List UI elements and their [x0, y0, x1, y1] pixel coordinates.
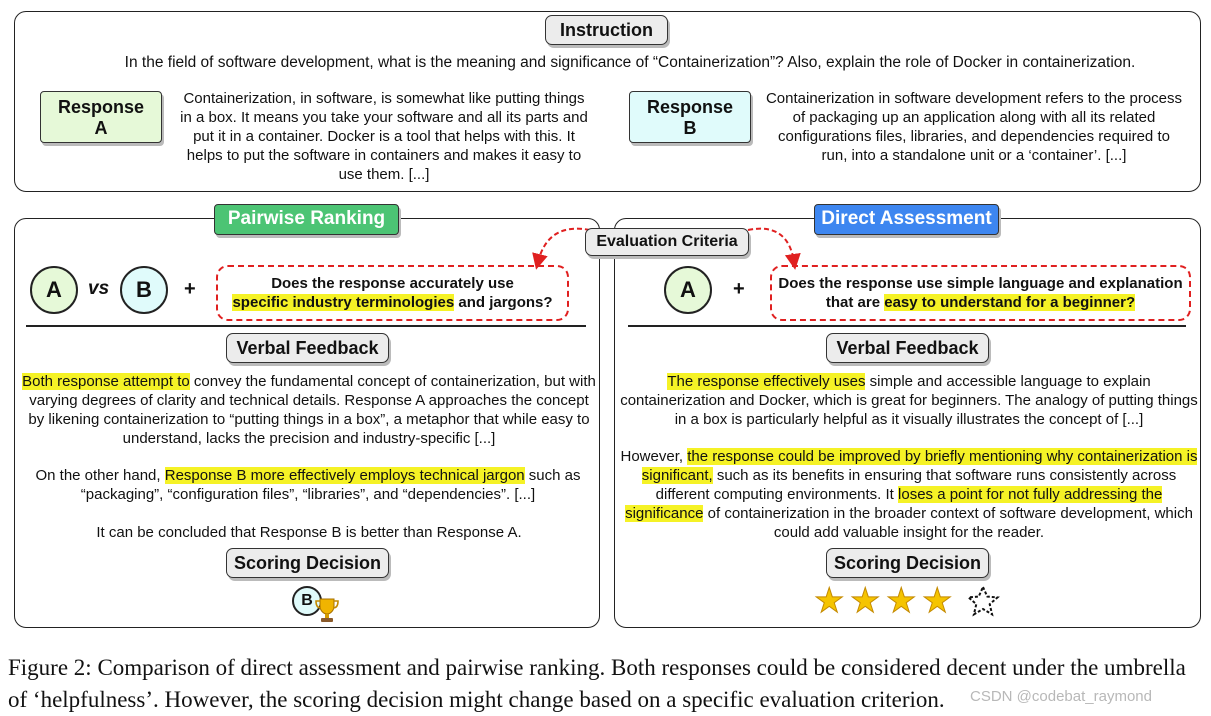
direct-title: Direct Assessment — [814, 204, 999, 235]
direct-plus: + — [733, 278, 745, 300]
response-a-label: Response A — [40, 91, 162, 143]
pairwise-circle-a: A — [30, 266, 78, 314]
response-b-label-line1: Response — [646, 97, 734, 117]
pairwise-circle-b: B — [120, 266, 168, 314]
criteria-arrows — [532, 227, 801, 270]
pairwise-title: Pairwise Ranking — [214, 204, 399, 235]
pairwise-scoring-tag: Scoring Decision — [226, 548, 389, 578]
evaluation-criteria-tag: Evaluation Criteria — [585, 228, 749, 256]
response-a-label-line1: Response — [57, 97, 145, 117]
pairwise-criterion-highlight: specific industry terminologies — [232, 294, 455, 311]
direct-criterion-text: Does the response use simple language an… — [778, 275, 1183, 311]
trophy-icon — [315, 598, 339, 622]
response-b-label: Response B — [629, 91, 751, 143]
direct-p1-rest: simple and accessible language to explai… — [620, 373, 1198, 428]
pairwise-criterion-text: Does the response accurately use — [271, 275, 514, 292]
direct-circle-a: A — [664, 266, 712, 314]
pairwise-p2-pre: On the other hand, — [35, 467, 165, 484]
pairwise-p1-highlight: Both response attempt to — [22, 373, 190, 390]
star-icon-4: ★ — [921, 582, 953, 620]
direct-p2-pre: However, — [620, 448, 688, 465]
instruction-text: In the field of software development, wh… — [124, 54, 1136, 71]
direct-feedback-tag: Verbal Feedback — [826, 333, 989, 363]
response-b-label-line2: B — [683, 118, 697, 138]
pairwise-p2-highlight: Response B more effectively employs tech… — [164, 467, 525, 484]
direct-divider — [628, 325, 1186, 327]
instruction-tag: Instruction — [545, 15, 668, 45]
response-a-text: Containerization, in software, is somewh… — [180, 90, 588, 183]
direct-feedback-p2: However, the response could be improved … — [620, 447, 1198, 542]
pairwise-plus: + — [184, 278, 196, 300]
direct-criterion-box: Does the response use simple language an… — [770, 265, 1191, 321]
star-icon-3: ★ — [885, 582, 917, 620]
watermark: CSDN @codebat_raymond — [970, 688, 1152, 705]
pairwise-vs: vs — [88, 278, 110, 299]
direct-p2-post: of containerization in the broader conte… — [703, 505, 1193, 541]
pairwise-p2-post: such as “packaging”, “configuration file… — [80, 467, 581, 503]
empty-star-icon — [966, 585, 1000, 617]
figure-caption: Figure 2: Comparison of direct assessmen… — [8, 655, 1186, 712]
pairwise-feedback-tag: Verbal Feedback — [226, 333, 389, 363]
pairwise-divider — [26, 325, 586, 327]
direct-p2-mid: such as its benefits in ensuring that so… — [655, 467, 1177, 503]
star-icon-1: ★ — [813, 582, 845, 620]
pairwise-feedback-p1: Both response attempt to convey the fund… — [20, 372, 598, 448]
pairwise-criterion-rest: and jargons? — [454, 294, 553, 311]
response-b-text: Containerization in software development… — [765, 90, 1183, 164]
star-rating: ★ ★ ★ ★ — [813, 582, 1014, 620]
response-a-label-line2: A — [94, 118, 108, 138]
pairwise-feedback-p3: It can be concluded that Response B is b… — [96, 524, 522, 541]
pairwise-criterion-box: Does the response accurately use specifi… — [216, 265, 569, 321]
direct-scoring-tag: Scoring Decision — [826, 548, 989, 578]
star-icon-2: ★ — [849, 582, 881, 620]
pairwise-p1-rest: convey the fundamental concept of contai… — [28, 373, 596, 447]
direct-feedback-p1: The response effectively uses simple and… — [620, 372, 1198, 429]
pairwise-feedback-p2: On the other hand, Response B more effec… — [30, 466, 586, 504]
direct-p1-highlight: The response effectively uses — [667, 373, 866, 390]
direct-criterion-highlight: easy to understand for a beginner? — [884, 294, 1136, 311]
